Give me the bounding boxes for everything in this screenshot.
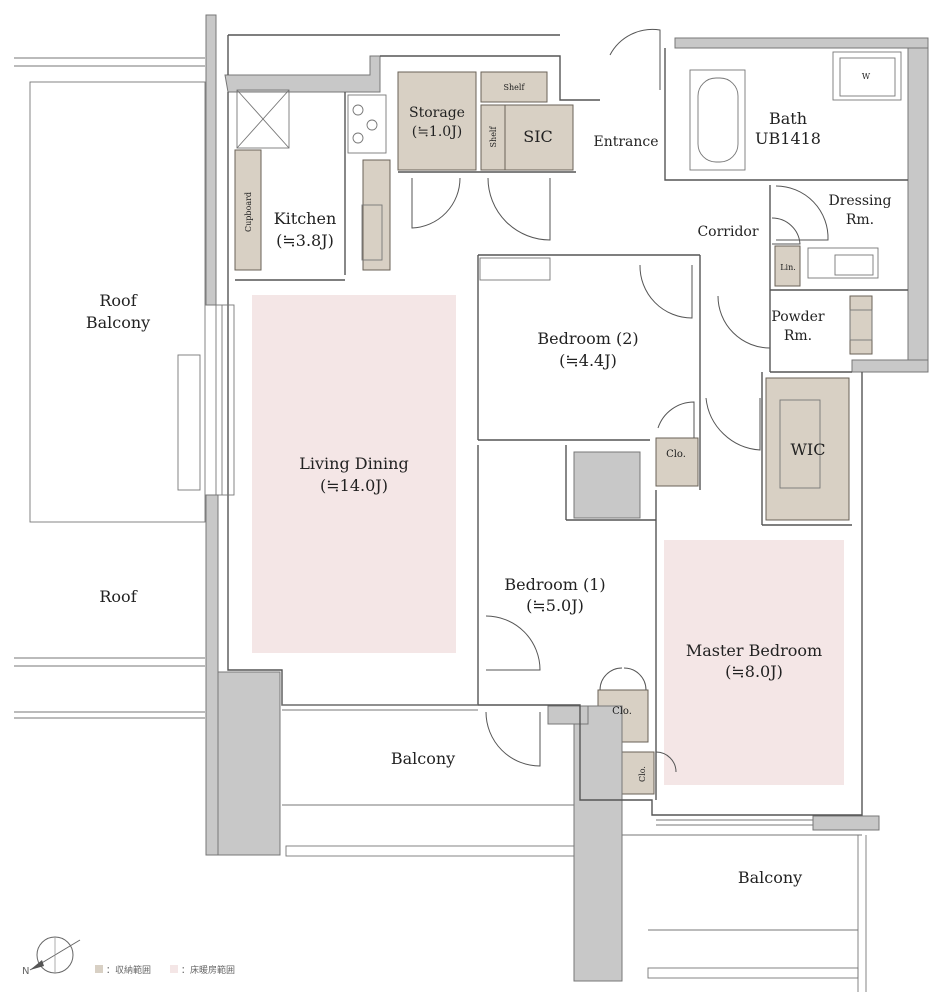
master-heated-area xyxy=(664,540,844,785)
compass-north-label: N xyxy=(22,966,29,977)
legend-heated-text: ：床暖房範囲 xyxy=(181,964,235,976)
powder-label: Powder xyxy=(771,309,825,325)
kitchen-area: (≒3.8J) xyxy=(276,231,334,250)
outer-walls xyxy=(227,34,908,816)
storage-area: (≒1.0J) xyxy=(412,124,463,140)
living-heated-area xyxy=(252,295,456,653)
compass-icon: N xyxy=(22,936,81,977)
bath-model: UB1418 xyxy=(755,129,821,148)
dressing-label: Dressing xyxy=(828,193,891,209)
legend-storage-text: ：収納範囲 xyxy=(106,964,151,976)
legend-heated-swatch xyxy=(170,965,178,973)
shelf-side-label: Shelf xyxy=(489,126,498,148)
balconies xyxy=(282,804,867,992)
bedroom2-area: (≒4.4J) xyxy=(559,351,617,370)
balcony-right-label: Balcony xyxy=(738,868,802,887)
bedroom1-area: (≒5.0J) xyxy=(526,596,584,615)
living-area: (≒14.0J) xyxy=(320,476,388,495)
kitchen-fixtures xyxy=(236,89,387,261)
bedroom1-label: Bedroom (1) xyxy=(504,575,605,594)
bath-fixtures xyxy=(689,51,902,489)
clo-small-label: Clo. xyxy=(638,766,647,782)
sic-label: SIC xyxy=(523,127,553,146)
shelf-top-label: Shelf xyxy=(504,83,526,92)
structural-walls xyxy=(205,14,929,982)
roof-balcony-label-2: Balcony xyxy=(86,313,150,332)
roof-balcony-label-1: Roof xyxy=(99,291,137,310)
living-label: Living Dining xyxy=(299,454,408,473)
roof-balcony-area xyxy=(14,57,206,719)
master-area: (≒8.0J) xyxy=(725,662,783,681)
clo-bed1-label: Clo. xyxy=(612,706,632,717)
balcony-left-label: Balcony xyxy=(391,749,455,768)
doors xyxy=(411,28,829,773)
dressing-rm: Rm. xyxy=(846,212,874,228)
bedroom2-label: Bedroom (2) xyxy=(537,329,638,348)
linen-label: Lin. xyxy=(780,263,796,272)
windows xyxy=(215,257,813,826)
legend-storage-swatch xyxy=(95,965,103,973)
storage-label: Storage xyxy=(409,105,465,121)
roof-label: Roof xyxy=(99,587,137,606)
room-labels: Roof Balcony Roof Kitchen (≒3.8J) Cupboa… xyxy=(86,72,892,887)
bath-label: Bath xyxy=(769,109,807,128)
powder-rm: Rm. xyxy=(784,328,812,344)
cupboard-label: Cupboard xyxy=(244,192,253,232)
washer-label: W xyxy=(862,72,871,81)
kitchen-label: Kitchen xyxy=(274,209,337,228)
wic-label: WIC xyxy=(790,440,825,459)
master-label: Master Bedroom xyxy=(686,641,822,660)
corridor-label: Corridor xyxy=(697,224,758,240)
clo-bed2-label: Clo. xyxy=(666,449,686,460)
legend: ：収納範囲 ：床暖房範囲 xyxy=(95,964,235,976)
entrance-label: Entrance xyxy=(593,134,658,150)
